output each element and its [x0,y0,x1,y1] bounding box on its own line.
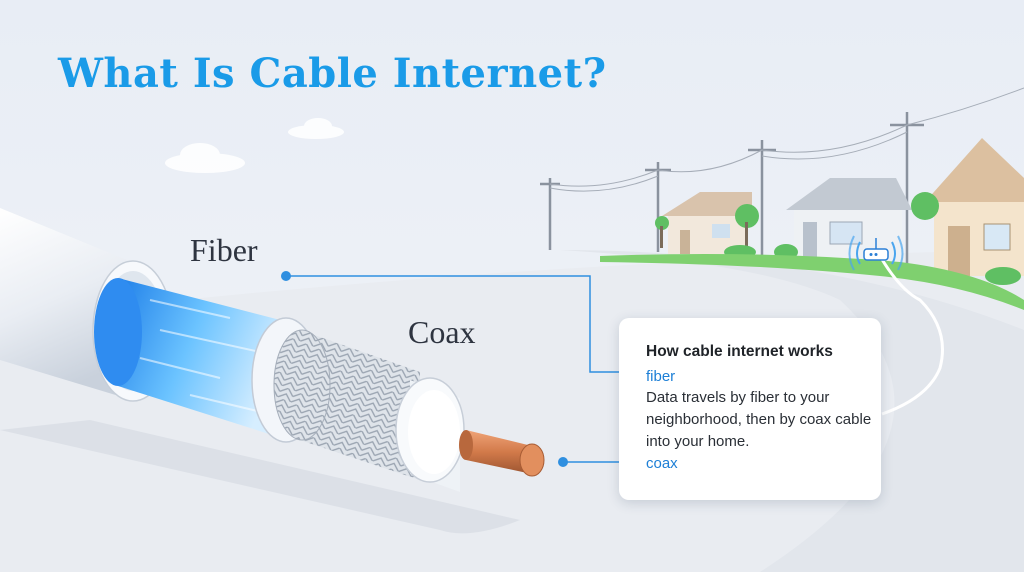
power-lines [549,87,1024,192]
house-middle [786,178,912,264]
coax-callout-dot [558,457,568,467]
coax-dielectric [395,377,465,492]
cable-shadow [0,420,520,534]
wifi-router-icon [848,235,904,271]
copper-core [459,430,545,477]
drop-cable [878,255,944,416]
card-title: How cable internet works [646,343,833,360]
fiber-callout-line [286,275,633,373]
card-fiber-tag: fiber [646,368,676,385]
page-title: What Is Cable Internet? [58,50,607,97]
cloud [165,143,245,173]
lawn [600,254,1024,310]
card-description: Data travels by fiber to your neighborho… [646,389,872,450]
house-near [925,138,1024,276]
fiber-callout-dot [281,271,291,281]
fiber-label: Fiber [190,232,258,268]
cloud [288,118,344,139]
info-card: How cable internet works fiber Data trav… [619,318,881,500]
card-coax-tag: coax [646,455,678,472]
road [560,250,1024,572]
coax-label: Coax [408,314,476,350]
braided-shield [273,329,420,480]
fiber-section [94,278,288,440]
